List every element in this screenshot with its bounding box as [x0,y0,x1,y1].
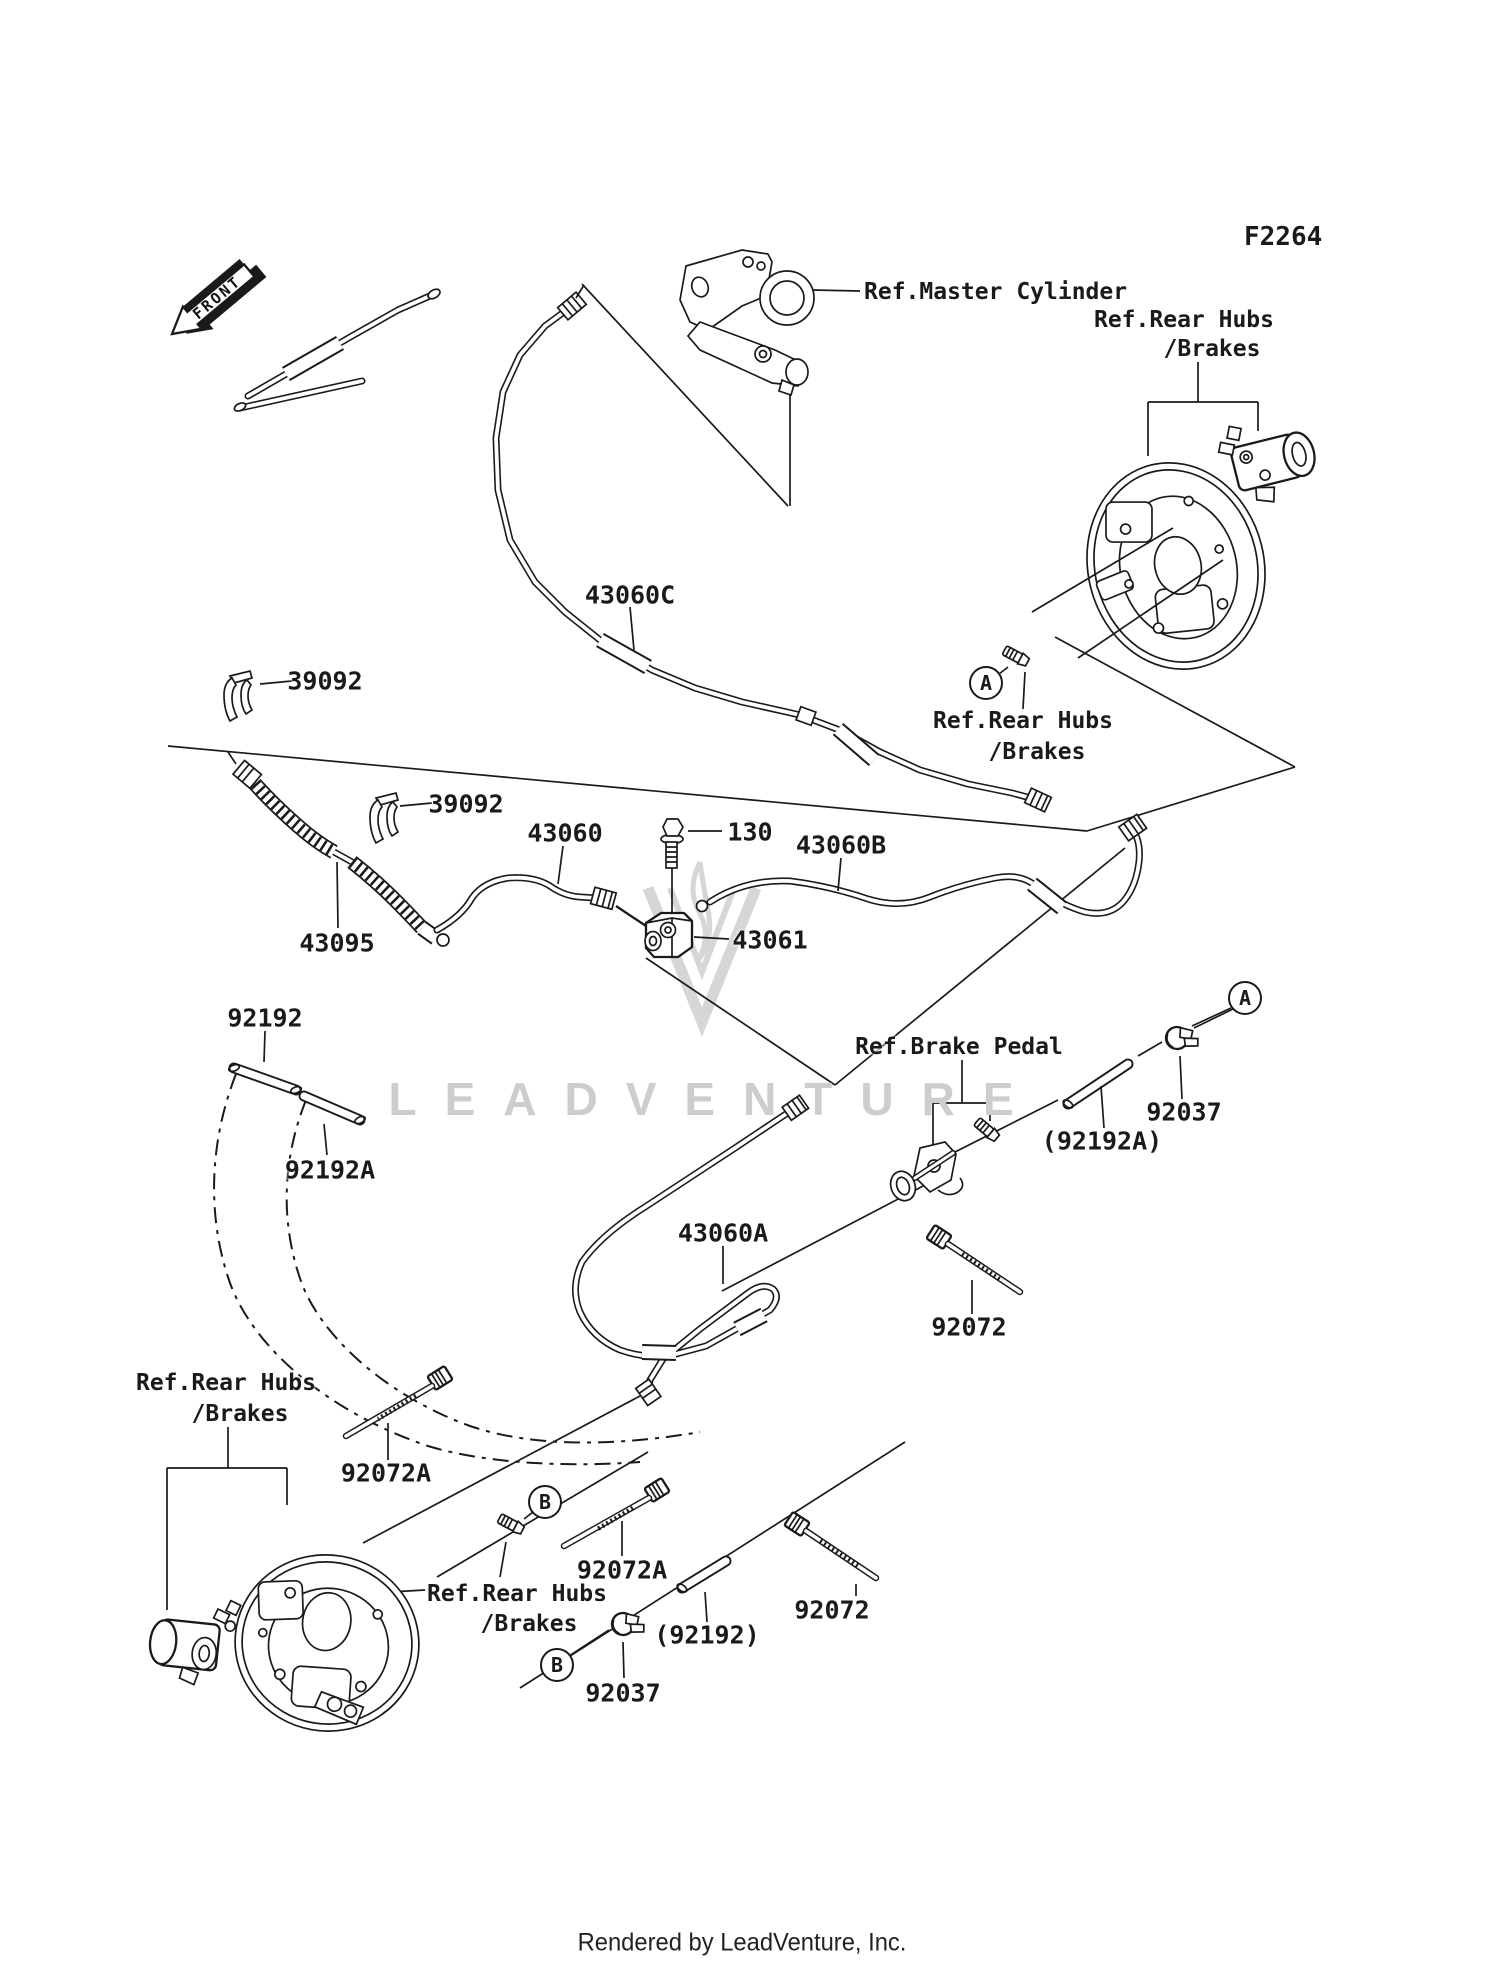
brake-pedal-parts [889,1115,1002,1202]
bolt-a [1000,643,1032,669]
part-label-39092-1: 39092 [287,666,363,696]
part-label-43095: 43095 [299,928,375,958]
part-label-92192: 92192 [227,1003,303,1033]
part-label-92192a-paren: (92192A) [1041,1126,1163,1156]
pipe-43060b [695,813,1148,917]
hose-92192a-2 [1062,1058,1134,1110]
hose-43095-coil [227,751,450,947]
ref-rear-hubs-bottomleft-line2: /Brakes [191,1401,289,1427]
ref-rear-hubs-bottomleft-line1: Ref.Rear Hubs [135,1370,317,1396]
part-label-43060: 43060 [527,818,603,848]
footer-credit: Rendered by LeadVenture, Inc. [577,1928,907,1957]
pipe-43060 [433,874,647,934]
cable-tie-92072-1 [925,1223,1024,1296]
ref-master-cylinder-label: Ref.Master Cylinder [864,279,1128,305]
part-label-92072a-2: 92072A [576,1555,668,1585]
clip-39092-2 [369,792,399,844]
ref-rear-hubs-mid-line2: /Brakes [988,739,1086,765]
hose-92192-2 [676,1555,732,1594]
rear-hub-top-right [1031,362,1316,670]
part-label-43060c: 43060C [584,580,676,610]
clamp-92037-1 [1162,1021,1201,1055]
rear-hub-bottom-left [148,1427,420,1732]
cable-tie-92072a-2 [560,1476,671,1550]
hose-92192-1 [227,1062,303,1096]
part-label-92072-2: 92072 [794,1595,870,1625]
ref-rear-hubs-mid-line1: Ref.Rear Hubs [932,708,1114,734]
master-cylinder-drawing [679,249,861,397]
part-label-43060b: 43060B [795,830,887,860]
ref-rear-hubs-bottommid-line1: Ref.Rear Hubs [426,1581,608,1607]
ref-brake-pedal-label: Ref.Brake Pedal [855,1034,1063,1060]
callout-b-1: B [528,1485,562,1519]
cable-tie-92072-2 [783,1510,880,1582]
ref-rear-hubs-top-line1: Ref.Rear Hubs [1093,307,1275,333]
part-label-92192a: 92192A [284,1155,376,1185]
hose-92192a-1 [298,1090,366,1126]
ref-rear-hubs-top-line2: /Brakes [1163,336,1261,362]
bolt-130 [660,818,684,869]
part-label-92037-1: 92037 [1146,1097,1222,1127]
pipe-43060c-upper [233,288,441,412]
part-label-92192-paren: (92192) [654,1620,760,1650]
junction-43061 [644,868,694,959]
part-label-130: 130 [727,817,773,847]
clamp-92037-2 [608,1607,647,1641]
callout-a-2: A [1228,981,1262,1015]
front-arrow: FRONT [170,258,267,336]
part-label-92037-2: 92037 [585,1678,661,1708]
dashed-routing-lines [213,1073,701,1466]
part-label-92072-1: 92072 [931,1312,1007,1342]
watermark-text: LEADVENTURE [388,1073,1042,1125]
figure-code: F2264 [1244,222,1323,252]
part-label-43061: 43061 [732,925,808,955]
pipe-43060a [572,1093,810,1407]
pipe-43060c [492,284,1053,814]
label-leaders [259,606,1234,1679]
callout-a-1: A [969,666,1003,700]
callout-b-2: B [540,1648,574,1682]
part-label-43060a: 43060A [677,1218,769,1248]
cable-tie-92072a-1 [342,1364,454,1440]
clip-39092-1 [223,670,253,722]
part-label-92072a-1: 92072A [340,1458,432,1488]
ref-rear-hubs-bottommid-line2: /Brakes [480,1611,578,1637]
part-label-39092-2: 39092 [428,789,504,819]
